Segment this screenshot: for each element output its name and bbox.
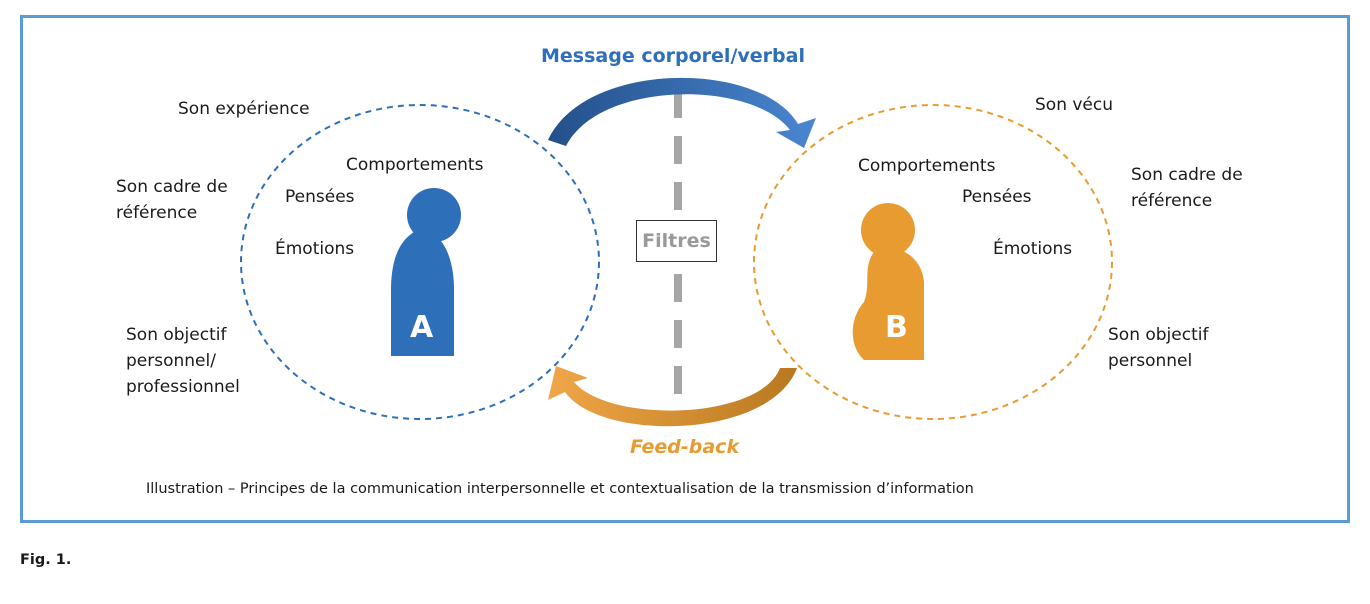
b-frame-label: Son cadre de référence xyxy=(1131,165,1243,211)
b-experience-label: Son vécu xyxy=(1035,95,1114,115)
message-label: Message corporel/verbal xyxy=(541,45,805,67)
person-a-figure xyxy=(391,188,461,356)
b-objective-label: Son objectif personnel xyxy=(1108,325,1209,371)
b-emotions-label: Émotions xyxy=(993,239,1073,259)
filter-label: Filtres xyxy=(642,230,711,252)
figure-label: Fig. 1. xyxy=(20,552,72,568)
a-thoughts-label: Pensées xyxy=(285,187,355,207)
b-behaviors-label: Comportements xyxy=(858,156,996,176)
person-b-figure xyxy=(852,203,924,360)
person-a-circle xyxy=(240,104,600,420)
person-a-letter: A xyxy=(410,310,434,345)
illustration-caption: Illustration – Principes de la communica… xyxy=(146,481,974,497)
a-behaviors-label: Comportements xyxy=(346,155,484,175)
a-emotions-label: Émotions xyxy=(275,239,355,259)
message-arrow xyxy=(548,77,816,148)
b-thoughts-label: Pensées xyxy=(962,187,1032,207)
diagram-frame xyxy=(20,15,1350,523)
filter-box: Filtres xyxy=(636,220,717,262)
person-b-circle xyxy=(753,104,1113,420)
person-b-letter: B xyxy=(885,310,908,345)
feedback-arrow xyxy=(548,366,797,427)
a-frame-label: Son cadre de référence xyxy=(116,177,228,223)
feedback-label: Feed-back xyxy=(630,436,740,458)
a-objective-label: Son objectif personnel/ professionnel xyxy=(126,325,240,397)
a-experience-label: Son expérience xyxy=(178,99,310,119)
